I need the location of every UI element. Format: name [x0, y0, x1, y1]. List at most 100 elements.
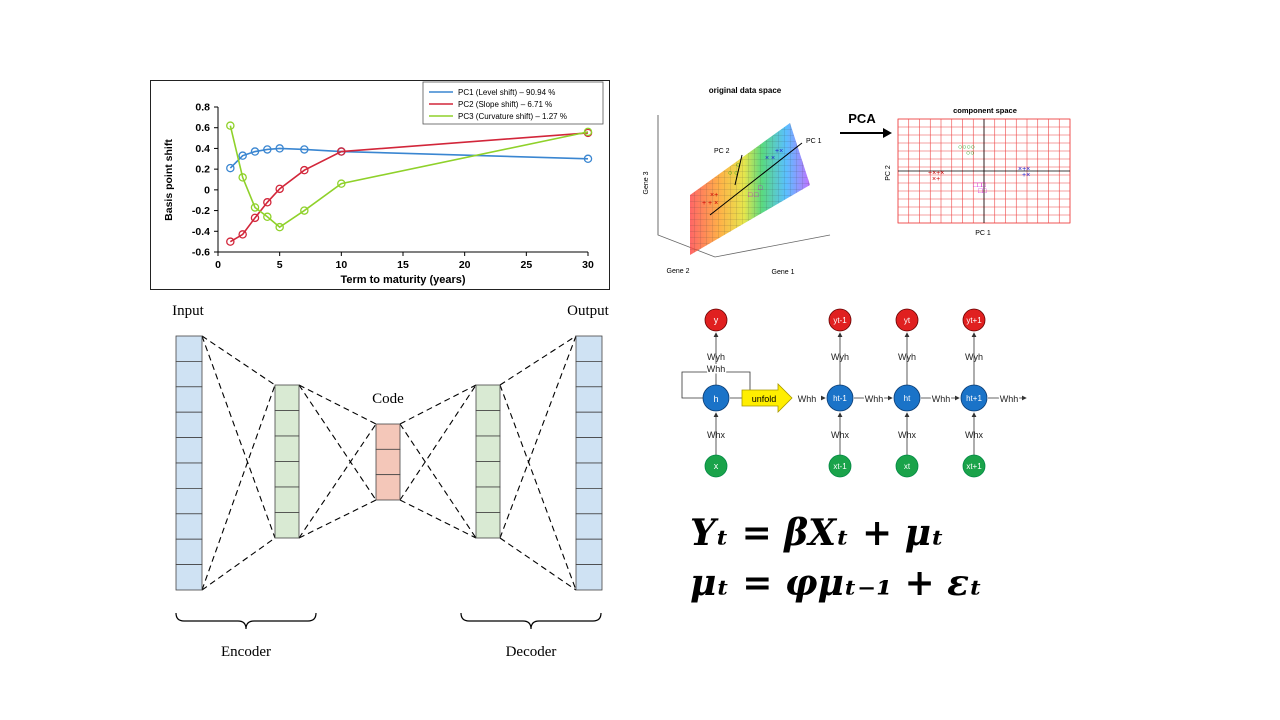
- layer-unit: [175, 487, 203, 515]
- decoder-hidden-layer: [475, 384, 501, 539]
- folded-output-label: y: [714, 315, 719, 325]
- data-point-pc2: [300, 165, 309, 175]
- svg-text:+×: +×: [1022, 172, 1030, 179]
- equation-line-1: Yₜ = βXₜ + μₜ: [690, 512, 945, 554]
- rnn-diagram: y Wyh h Whh Whx x unfold Whh yt-1 Wyh ht…: [681, 308, 1027, 478]
- x-tick-label: 15: [397, 259, 409, 271]
- layer-unit: [375, 474, 401, 501]
- data-point-pc3: [238, 173, 247, 182]
- svg-text:Wyh: Wyh: [965, 352, 983, 362]
- equation-line-2: μₜ = φμₜ₋₁ + εₜ: [690, 562, 983, 604]
- encoder-label: Encoder: [221, 644, 271, 660]
- layer-unit: [175, 361, 203, 388]
- data-point-pc2: [337, 147, 346, 156]
- layer-unit: [175, 462, 203, 489]
- component-pc1-axis-label: PC 1: [975, 230, 991, 237]
- rnn-diagram-panel: y Wyh h Whh Whx x unfold Whh yt-1 Wyh ht…: [670, 300, 1050, 485]
- svg-text:+×+×: +×+×: [928, 170, 944, 177]
- layer-unit: [274, 486, 300, 513]
- data-point-pc1: [263, 145, 272, 154]
- svg-text:○: ○: [736, 162, 740, 169]
- gene1-label: Gene 1: [772, 269, 795, 276]
- chart-ylabel: Basis point shift: [163, 139, 175, 221]
- y-tick-label: 0: [204, 184, 210, 196]
- layer-unit: [475, 410, 501, 437]
- layer-unit: [475, 486, 501, 513]
- code-layer: [375, 423, 401, 501]
- x-tick-label: 20: [459, 259, 471, 271]
- component-pc2-axis-label: PC 2: [885, 165, 892, 181]
- folded-input-node: [704, 454, 728, 478]
- layer-unit: [475, 461, 501, 488]
- folded-hidden-label: h: [713, 394, 718, 404]
- layer-unit: [175, 564, 203, 591]
- svg-text:× ×: × ×: [765, 155, 775, 162]
- data-point-pc2: [250, 213, 260, 223]
- x-tick-label: 25: [520, 259, 532, 271]
- decoder-label: Decoder: [506, 644, 557, 660]
- layer-unit: [575, 437, 603, 464]
- svg-text:○○○○: ○○○○: [958, 144, 975, 151]
- data-point-pc3: [337, 179, 346, 188]
- svg-text:Wyh: Wyh: [898, 352, 916, 362]
- layer-unit: [274, 384, 300, 411]
- svg-text:□□□: □□□: [973, 182, 986, 189]
- pc-plane: [690, 123, 810, 255]
- data-point-pc1: [238, 151, 247, 160]
- svg-text:×+: ×+: [710, 192, 718, 199]
- component-space-points: +×+× ×+ ○○○○ ○○ □□□ □□ ×+× +×: [928, 144, 1030, 195]
- data-point-pc3: [226, 121, 235, 130]
- x-tick-label: 30: [582, 259, 594, 271]
- autoencoder-diagram-panel: Input Output Code Encoder Decoder: [150, 295, 630, 675]
- x-tick-label: 10: [335, 259, 347, 271]
- x-tick-label: 5: [277, 259, 283, 271]
- chart-legend: PC1 (Level shift) – 90.94 %PC2 (Slope sh…: [422, 81, 604, 125]
- layer-unit: [175, 411, 203, 438]
- input-layer: [175, 335, 203, 591]
- data-point-pc1: [226, 163, 235, 173]
- legend-label-pc2: PC2 (Slope shift) – 6.71 %: [458, 100, 552, 109]
- series-line-pc3: [229, 125, 589, 229]
- y-tick-label: 0.4: [195, 143, 210, 155]
- layer-unit: [274, 410, 300, 437]
- encoder-hidden-layer: [274, 384, 300, 539]
- pca-arrow: [840, 128, 892, 138]
- gene3-label: Gene 3: [643, 171, 650, 194]
- layer-unit: [575, 335, 603, 362]
- data-point-pc2: [275, 184, 284, 194]
- pca-arrow-label: PCA: [848, 111, 876, 126]
- folded-output-node: [704, 308, 728, 332]
- svg-text:ht+1: ht+1: [966, 394, 982, 403]
- chart-xlabel: Term to maturity (years): [340, 274, 465, 286]
- pca-diagram: original data space Gene 3 Gene 2 Gene 1: [643, 86, 1071, 276]
- svg-text:○○: ○○: [966, 150, 974, 157]
- layer-unit: [175, 437, 203, 464]
- y-tick-label: 0.6: [195, 122, 210, 134]
- svg-text:ht: ht: [904, 394, 911, 403]
- data-point-pc3: [250, 203, 260, 212]
- layer-unit: [175, 335, 203, 362]
- decoder-brace: [460, 612, 602, 630]
- layer-unit: [575, 462, 603, 489]
- pca-data-points: + + × ×+ ○ ○ ○ □ □ □ × × +×: [702, 148, 783, 207]
- data-point-pc1: [583, 154, 593, 164]
- pc2-label: PC 2: [714, 148, 730, 155]
- legend-label-pc3: PC3 (Curvature shift) – 1.27 %: [458, 112, 567, 121]
- svg-text:○ ○: ○ ○: [728, 170, 738, 177]
- equations-panel: Yₜ = βXₜ + μₜ μₜ = φμₜ₋₁ + εₜ: [690, 508, 1110, 618]
- layer-unit: [575, 386, 603, 413]
- pc1-axis-arrow: [709, 142, 803, 216]
- layer-unit: [475, 435, 501, 462]
- layer-unit: [575, 538, 603, 565]
- folded-whh-label: Whh: [707, 364, 726, 374]
- unfold-label: unfold: [752, 394, 777, 404]
- svg-text:□□: □□: [978, 188, 987, 195]
- folded-wyh-label: Wyh: [707, 352, 725, 362]
- pc1-label: PC 1: [806, 138, 822, 145]
- y-tick-label: 0.8: [195, 102, 210, 114]
- pc2-axis-arrow: [734, 154, 743, 186]
- svg-text:xt: xt: [904, 462, 911, 471]
- component-space-title: component space: [953, 106, 1017, 115]
